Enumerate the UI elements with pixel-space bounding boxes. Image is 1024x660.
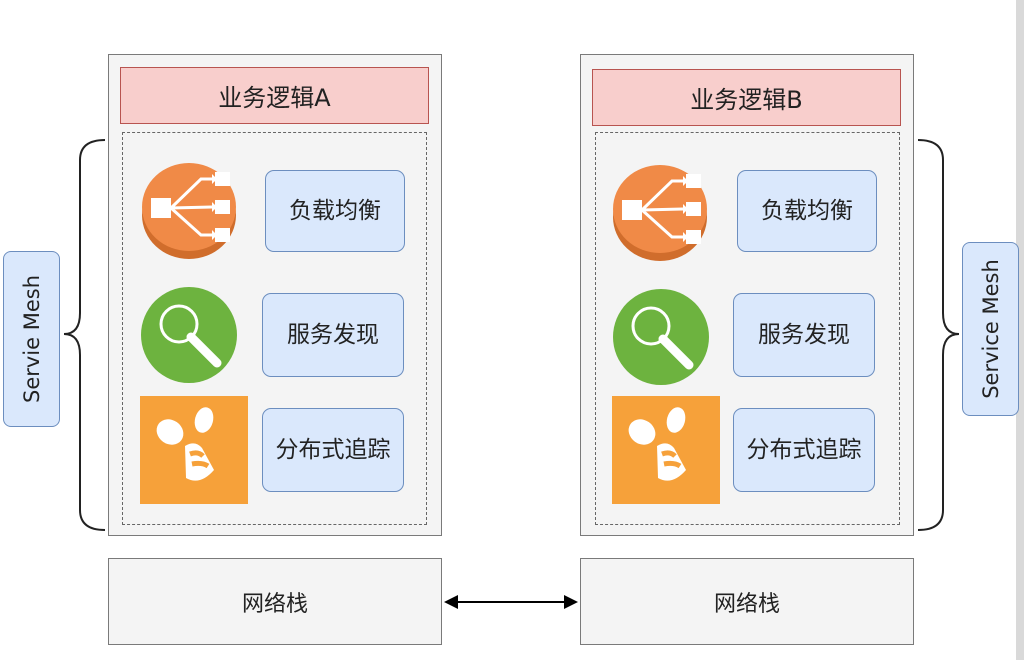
bee-icon xyxy=(612,396,720,504)
business-logic-b: 业务逻辑B xyxy=(592,69,901,126)
feature-discovery-a: 服务发现 xyxy=(262,293,404,377)
service-mesh-label-a-text: Servie Mesh xyxy=(19,274,44,404)
feature-load-balance-a: 负载均衡 xyxy=(265,170,405,252)
magnifier-icon xyxy=(612,288,710,386)
service-mesh-b-box xyxy=(595,132,900,525)
window-edge xyxy=(1016,0,1024,660)
bee-icon xyxy=(140,396,248,504)
network-stack-a: 网络栈 xyxy=(108,558,442,645)
service-mesh-label-b-text: Service Mesh xyxy=(978,259,1003,399)
left-brace xyxy=(62,138,110,532)
feature-tracing-a: 分布式追踪 xyxy=(262,408,404,492)
service-mesh-label-a: Servie Mesh xyxy=(3,251,60,427)
feature-discovery-b: 服务发现 xyxy=(733,293,875,377)
bidirectional-arrow xyxy=(442,590,580,614)
feature-load-balance-b: 负载均衡 xyxy=(737,170,877,252)
service-mesh-a-box xyxy=(122,132,427,525)
service-mesh-label-b: Service Mesh xyxy=(962,242,1019,416)
load-balancer-icon xyxy=(141,160,237,260)
network-stack-b: 网络栈 xyxy=(580,558,914,645)
magnifier-icon xyxy=(140,286,238,384)
right-brace xyxy=(913,138,961,532)
feature-tracing-b: 分布式追踪 xyxy=(733,408,875,492)
business-logic-a: 业务逻辑A xyxy=(120,67,429,124)
load-balancer-icon xyxy=(612,162,708,262)
